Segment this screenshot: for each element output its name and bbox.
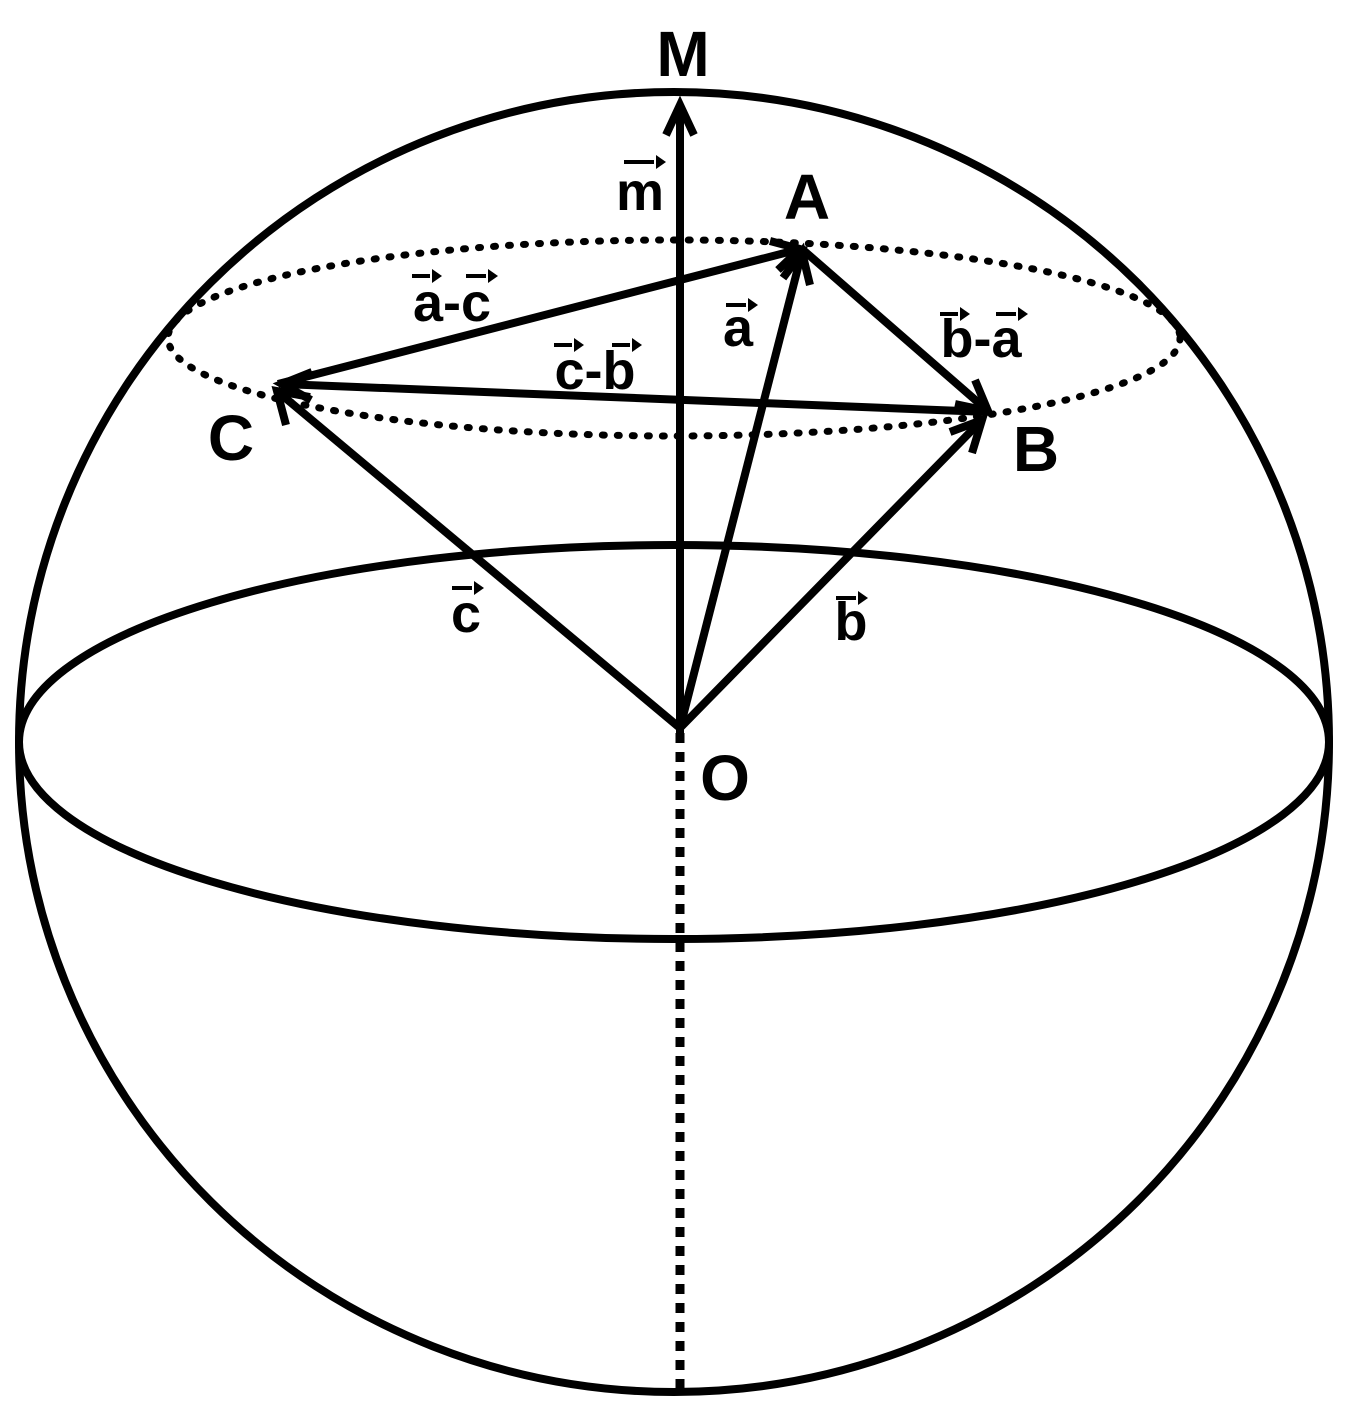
- vector-label-a: a: [723, 298, 758, 358]
- vector-label-c: c: [451, 581, 484, 644]
- vector-label-c-minus-b: c-b: [554, 338, 642, 401]
- vector-overarrow-icon: [624, 155, 666, 169]
- vector-overarrow-icon: [940, 307, 970, 321]
- vector-a-minus-c-arrow: [276, 237, 808, 388]
- vector-c-minus-b-arrow: [272, 368, 989, 416]
- vector-overarrow-icon: [412, 269, 442, 283]
- svg-text:c: c: [451, 584, 481, 644]
- sphere-outline: [15, 88, 1333, 1396]
- vector-b-arrow: [677, 413, 989, 731]
- vector-overarrow-icon: [836, 591, 868, 605]
- vector-label-a-minus-c: a-c: [412, 269, 498, 333]
- vector-overarrow-icon: [554, 338, 584, 352]
- vector-label-b: b: [835, 591, 868, 652]
- vector-overarrow-icon: [726, 298, 758, 312]
- vector-c-arrow: [271, 385, 683, 732]
- equator-ellipse: [15, 541, 1333, 943]
- point-label-a: A: [784, 161, 830, 233]
- vector-label-m: m: [616, 155, 666, 222]
- point-label-b: B: [1013, 413, 1059, 485]
- svg-text:b-a: b-a: [941, 309, 1023, 369]
- svg-text:m: m: [616, 162, 664, 222]
- vector-overarrow-icon: [612, 338, 642, 352]
- vector-label-b-minus-a: b-a: [940, 307, 1028, 369]
- vector-overarrow-icon: [452, 581, 484, 595]
- svg-text:a-c: a-c: [413, 273, 491, 333]
- latitude-circle-dotted: [164, 236, 1184, 440]
- point-label-m: M: [656, 18, 709, 90]
- point-label-o: O: [700, 742, 750, 814]
- vector-overarrow-icon: [996, 307, 1028, 321]
- point-label-c: C: [208, 402, 254, 474]
- vector-m-arrow: [662, 95, 698, 733]
- vector-overarrow-icon: [466, 269, 498, 283]
- svg-text:c-b: c-b: [555, 341, 636, 401]
